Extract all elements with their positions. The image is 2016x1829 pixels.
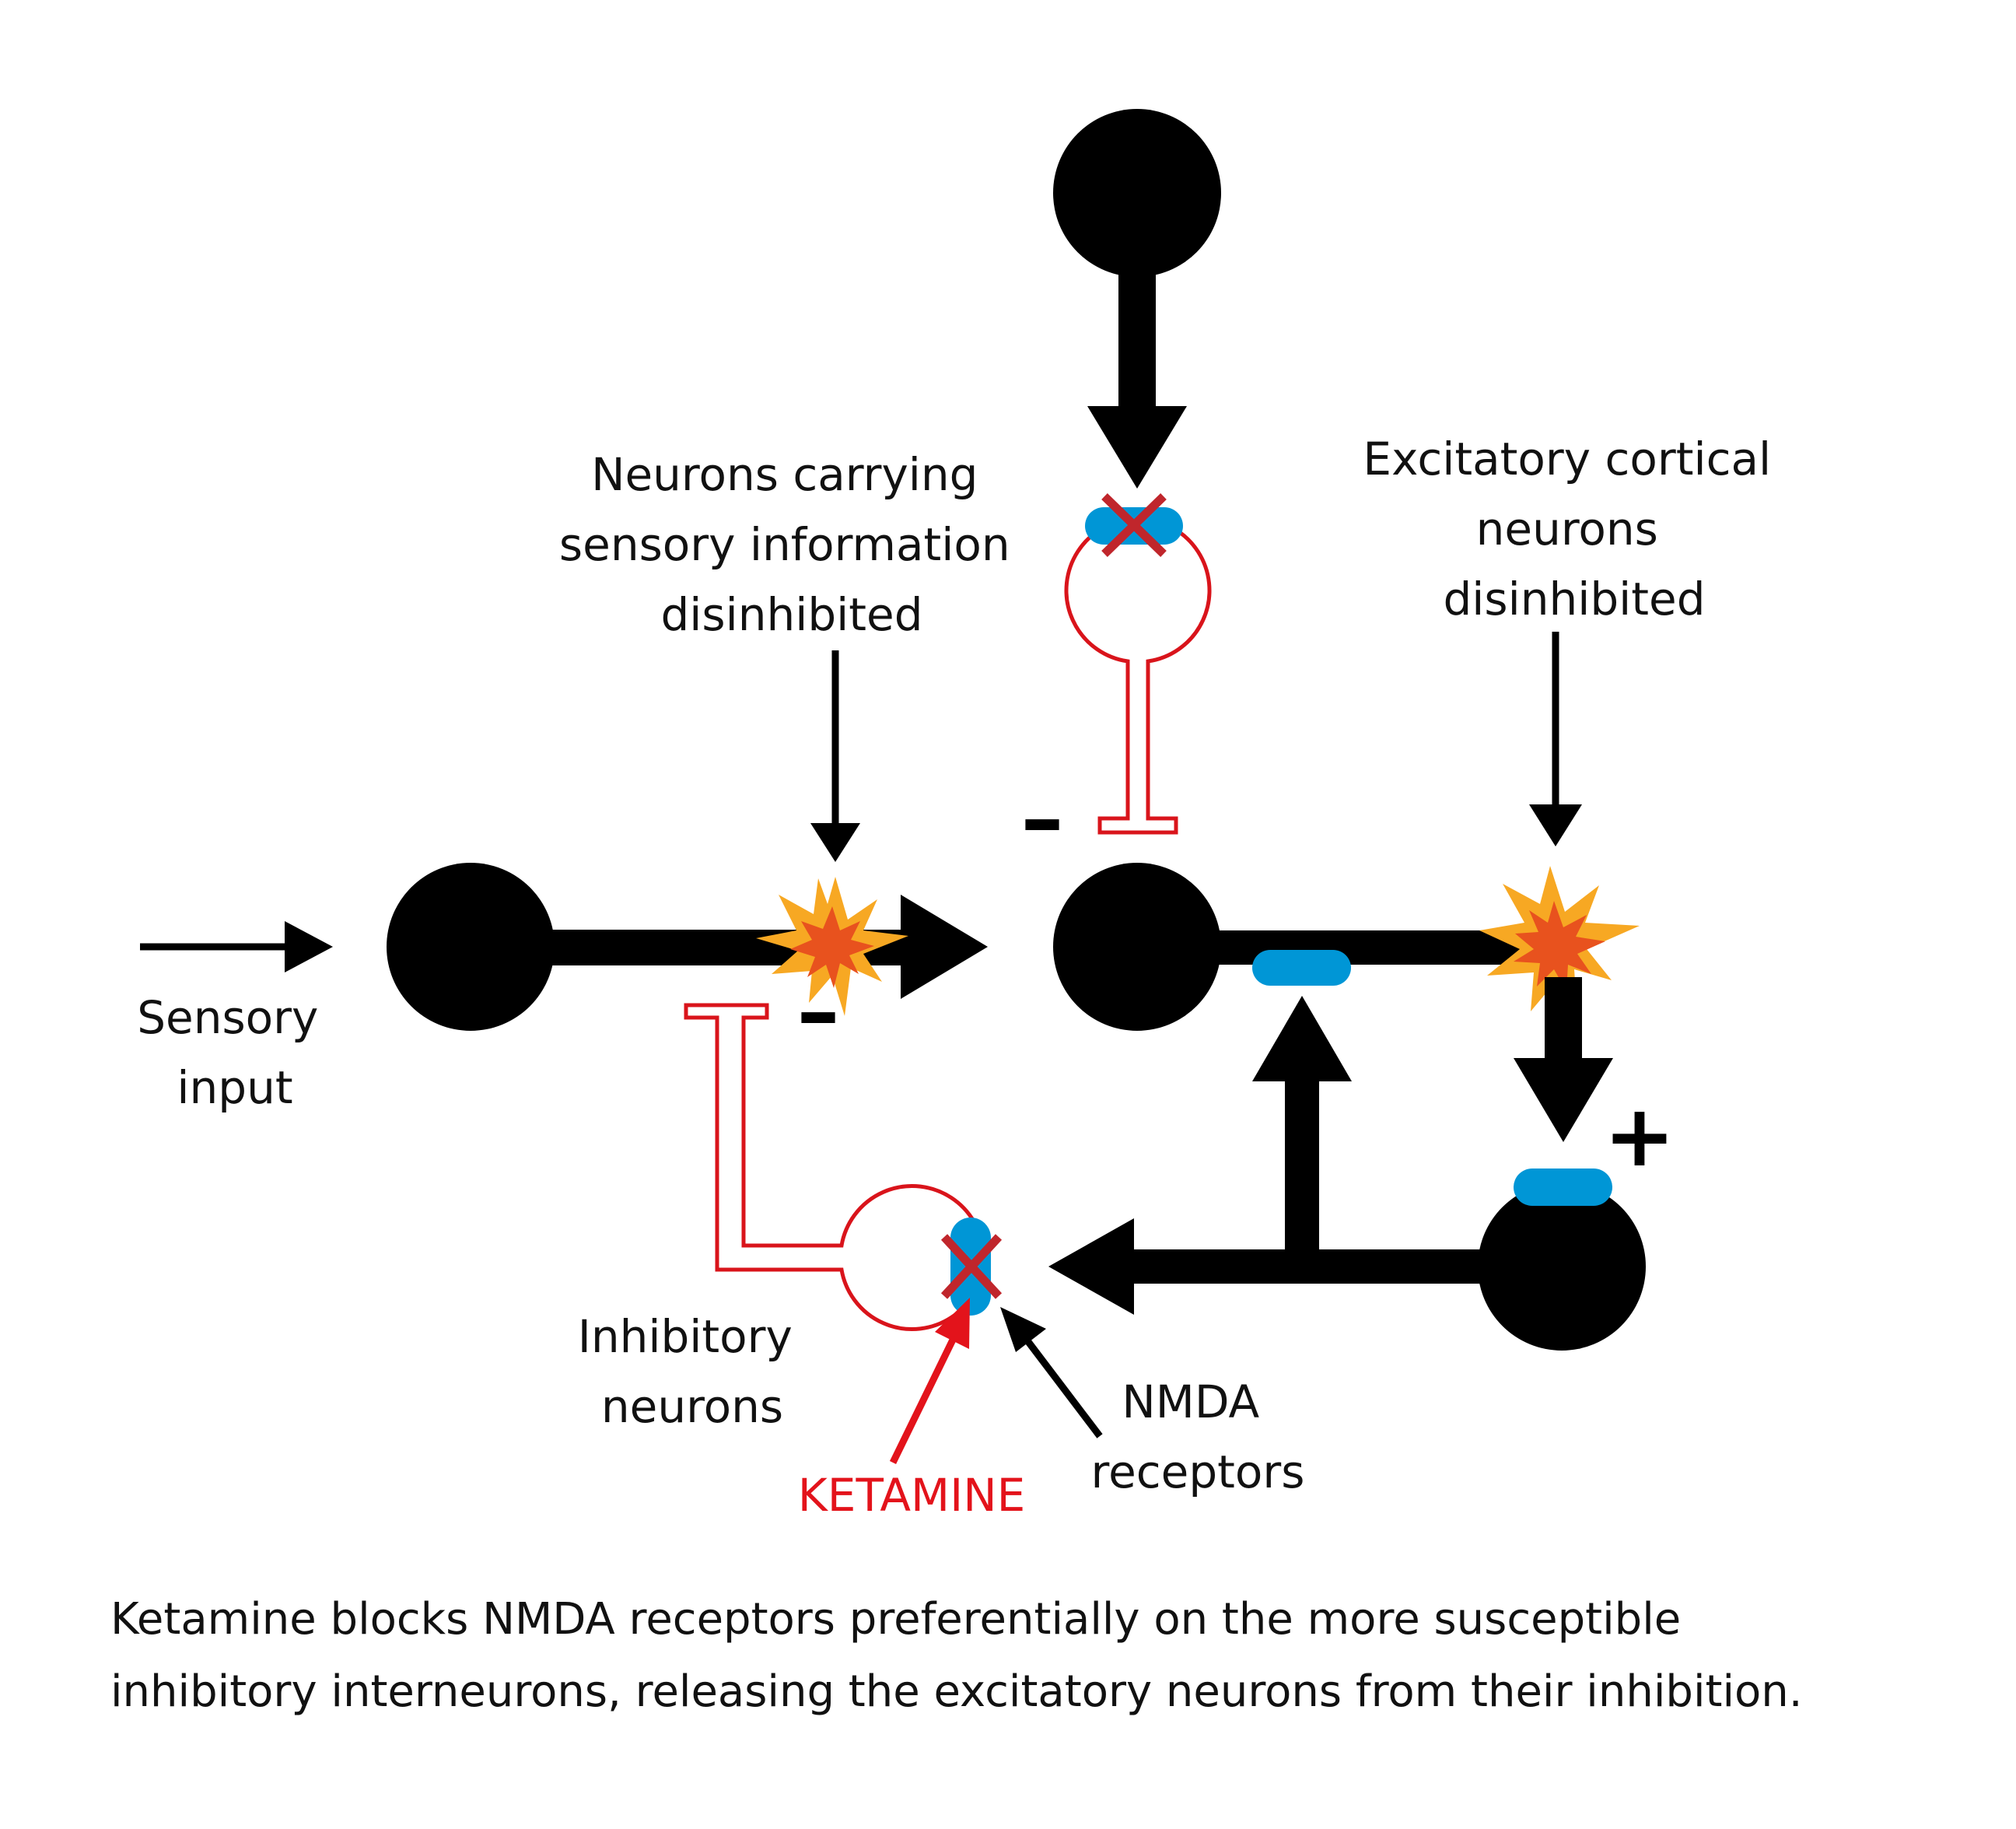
minus-sign-top: –: [1021, 769, 1064, 868]
cortical-output-axon: [1545, 977, 1582, 1067]
top-inhibitory-neuron: [1064, 517, 1212, 835]
sensory-neurons-label: Neurons carrying sensory information dis…: [559, 448, 1024, 641]
cortical-neuron: [1053, 863, 1221, 1031]
sensory-neurons-label-line-3: disinhibited: [660, 588, 922, 641]
top-receptor-block-x-icon: [1101, 493, 1167, 557]
bottom-receptor-block-x-icon: [940, 1234, 1003, 1299]
caption-line-1: Ketamine blocks NMDA receptors preferent…: [110, 1594, 1681, 1645]
sensory-neuron-arrowhead: [901, 895, 988, 999]
sensory-neuron: [387, 863, 555, 1031]
sensory-label-pointer-arrowhead: [810, 823, 860, 862]
plus-sign: +: [1604, 1086, 1675, 1186]
figure-caption: Ketamine blocks NMDA receptors preferent…: [110, 1594, 1803, 1717]
sensory-input-label: Sensory input: [137, 991, 333, 1114]
bottom-neuron-left-arrowhead: [1048, 1218, 1134, 1315]
bottom-excitatory-neuron: [1478, 1183, 1646, 1351]
sensory-neurons-label-line-2: sensory information: [559, 518, 1010, 571]
top-neuron-arrowhead: [1087, 406, 1187, 489]
minus-sign-bottom: –: [797, 962, 840, 1061]
bottom-nmda-receptor: [1514, 1169, 1612, 1206]
inhibitory-neurons-label-line-2: neurons: [601, 1380, 783, 1433]
top-neuron-axon: [1118, 265, 1156, 412]
excitatory-neurons-label-line-2: neurons: [1476, 503, 1658, 555]
nmda-pointer-line: [1024, 1337, 1103, 1438]
cortical-burst-core: [1514, 901, 1605, 991]
nmda-receptors-label-line-1: NMDA: [1122, 1375, 1259, 1428]
excitatory-neurons-label: Excitatory cortical neurons disinhibited: [1363, 433, 1785, 625]
excitatory-neurons-label-line-3: disinhibited: [1443, 573, 1705, 625]
excitatory-label-pointer-arrowhead: [1529, 804, 1582, 846]
cortical-nmda-receptor: [1252, 950, 1351, 986]
inhibitory-neurons-label-line-1: Inhibitory: [578, 1310, 793, 1363]
sensory-neurons-label-line-1: Neurons carrying: [591, 448, 978, 501]
sensory-input-label-line-1: Sensory: [137, 991, 318, 1044]
nmda-receptors-label-line-2: receptors: [1091, 1445, 1305, 1498]
sensory-input-arrowhead: [285, 921, 333, 972]
sensory-input-label-line-2: input: [177, 1061, 292, 1114]
ketamine-pointer-line: [889, 1333, 959, 1464]
excitatory-neurons-label-line-1: Excitatory cortical: [1363, 433, 1771, 485]
nmda-receptors-label: NMDA receptors: [1091, 1375, 1305, 1498]
inhibitory-neurons-label: Inhibitory neurons: [578, 1310, 807, 1433]
caption-line-2: inhibitory interneurons, releasing the e…: [110, 1666, 1803, 1717]
nmda-pointer-arrowhead: [1000, 1307, 1046, 1352]
cortical-output-arrowhead: [1514, 1058, 1613, 1142]
sensory-burst-core: [790, 906, 874, 988]
ketamine-pointer-arrowhead: [935, 1298, 970, 1349]
top-excitatory-neuron: [1053, 109, 1221, 277]
feedback-branch-axon: [1285, 1074, 1319, 1260]
feedback-branch-arrowhead: [1252, 996, 1352, 1081]
ketamine-label: KETAMINE: [798, 1469, 1025, 1522]
